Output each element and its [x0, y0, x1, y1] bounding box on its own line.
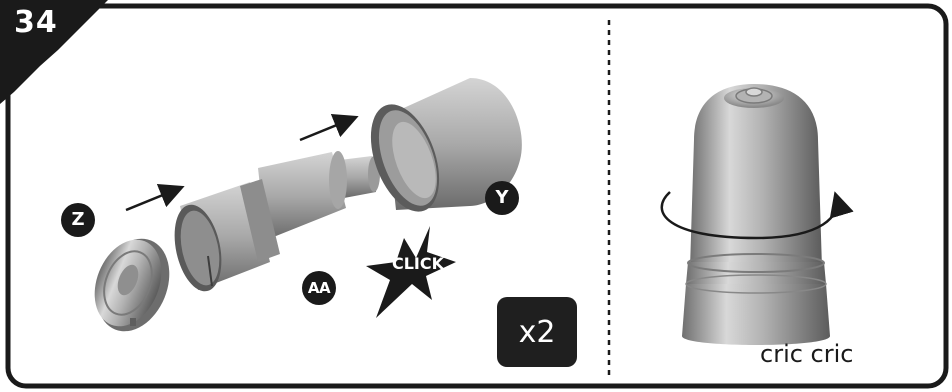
assembled-part	[682, 84, 830, 345]
part-label-z: Z	[61, 203, 95, 237]
part-z-disc	[82, 228, 182, 342]
arrow-right-icon	[300, 118, 354, 140]
arrow-right-icon	[126, 188, 180, 210]
step-number: 34	[14, 8, 58, 38]
part-label-aa: AA	[302, 271, 336, 305]
click-label: CLICK	[376, 256, 460, 272]
part-aa-body	[167, 151, 380, 296]
sound-caption: cric cric	[760, 342, 853, 366]
part-label-y: Y	[485, 181, 519, 215]
quantity-badge: x2	[497, 297, 577, 367]
